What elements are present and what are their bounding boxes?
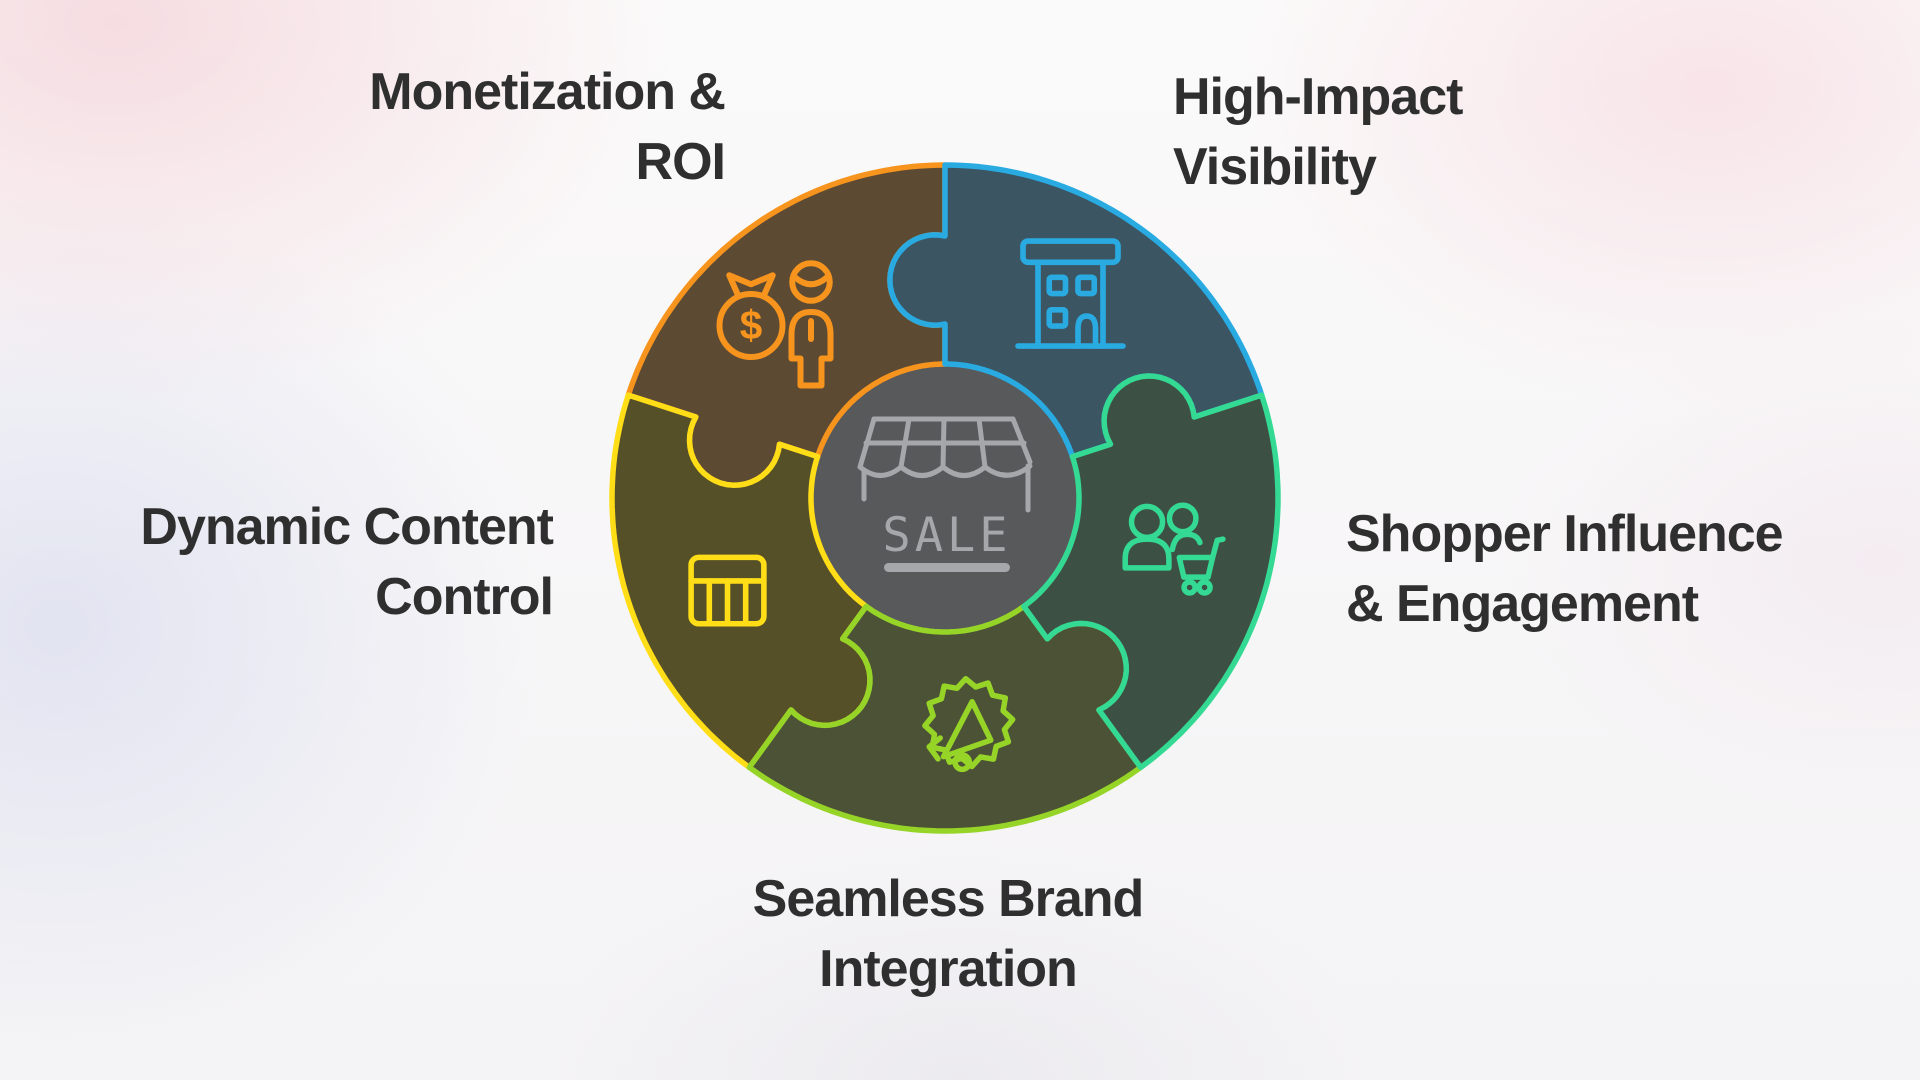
storefront-awning-icon: SALE: [857, 416, 1033, 572]
label-line: & Engagement: [1346, 575, 1699, 633]
svg-text:$: $: [740, 302, 763, 348]
sale-underline: [884, 563, 1010, 572]
segment-label-monetization: Monetization & ROI: [369, 57, 726, 197]
sale-label: SALE: [882, 508, 1011, 563]
label-line: Monetization &: [369, 63, 726, 121]
puzzle-piece-shopper: [1021, 373, 1281, 771]
label-line: Visibility: [1173, 138, 1377, 196]
label-line: Dynamic Content: [140, 498, 554, 556]
segment-label-shopper: Shopper Influence & Engagement: [1346, 499, 1784, 639]
shoppers-cart-icon: [1122, 502, 1226, 596]
center-circle: [811, 364, 1079, 632]
segment-label-brand: Seamless Brand Integration: [752, 864, 1145, 1004]
building-icon: [1015, 238, 1126, 349]
megaphone-badge-icon: [922, 675, 1016, 773]
label-line: ROI: [635, 133, 726, 191]
content-table-icon: [688, 554, 767, 627]
money-bag-person-icon: $: [716, 260, 834, 389]
label-line: Control: [375, 568, 554, 626]
segment-label-visibility: High-Impact Visibility: [1173, 62, 1463, 202]
starburst-badge: [922, 675, 1016, 770]
label-line: High-Impact: [1173, 68, 1463, 126]
label-line: Integration: [819, 940, 1078, 998]
label-line: Shopper Influence: [1346, 505, 1784, 563]
segment-label-content: Dynamic Content Control: [140, 492, 554, 632]
label-line: Seamless Brand: [752, 870, 1145, 928]
